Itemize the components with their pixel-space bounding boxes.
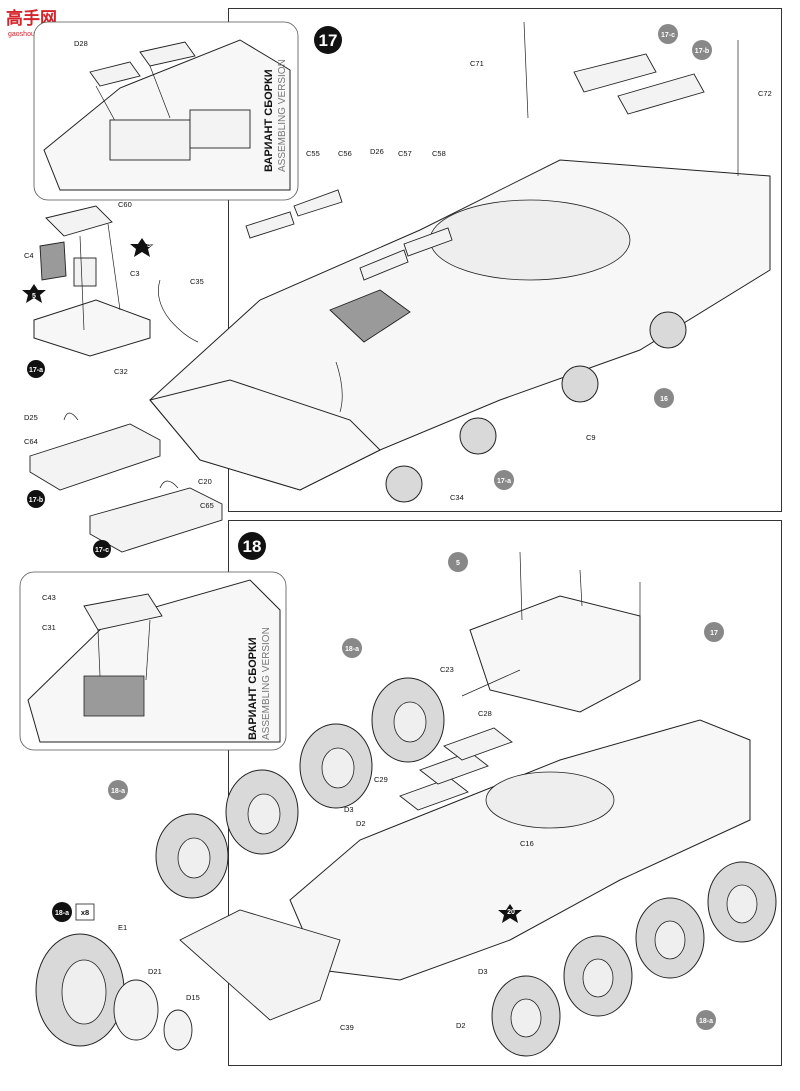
label-d28: D28	[74, 39, 88, 48]
badge-17-b-main: 17-b	[692, 40, 712, 60]
hub-d15	[163, 1009, 193, 1051]
badge-17-a: 17-a	[27, 360, 45, 378]
badge-17-a-main-text: 17-a	[497, 478, 511, 485]
label-c32: C32	[114, 367, 128, 376]
star-20: 20	[498, 904, 522, 923]
badge-18-a-4: 18-a	[52, 902, 72, 922]
badge-17-a-text: 17-a	[29, 367, 43, 374]
star-5-text: 5	[32, 293, 36, 300]
star-55: 55	[130, 238, 155, 257]
wheel	[491, 975, 561, 1057]
star-55-text: 55	[147, 242, 155, 249]
turret-assembly: 5 17	[448, 551, 724, 713]
label-c34: C34	[450, 493, 464, 502]
label-d3-b: D3	[478, 967, 488, 976]
star-5: 5	[22, 284, 46, 303]
badge-17-a-main: 17-a	[494, 470, 514, 490]
subassembly-18-a: 18-a x8 E1 D21 D15	[35, 902, 200, 1051]
step-18-marker: 18	[238, 532, 266, 560]
badge-18-a-1: 18-a	[342, 638, 362, 658]
step-18-number: 18	[243, 537, 262, 556]
inset-18-assembling-version: C43 C31 ВАРИАНТ СБОРКИ ASSEMBLING VERSIO…	[19, 571, 287, 751]
badge-17-text: 17	[710, 630, 718, 637]
wheel	[371, 677, 445, 763]
badge-18-a-2-text: 18-a	[111, 788, 125, 795]
step-17-marker: 17	[314, 26, 342, 54]
label-c4: C4	[24, 251, 34, 260]
subassembly-17-a: C60 C4 C3 C32 55 5 17-a	[22, 200, 155, 378]
badge-5: 5	[448, 552, 468, 572]
wheel	[563, 935, 633, 1017]
step-17-number: 17	[319, 31, 338, 50]
vehicle-hull-17: C71 C72 C55 C56 D26 C57 C58 C35 C9 C34 1…	[149, 21, 772, 503]
logo-subtext: gaoshou.com	[8, 31, 50, 38]
badge-18-a-4-text: 18-a	[55, 910, 69, 917]
badge-18-a-1-text: 18-a	[345, 646, 359, 653]
inset-17-assembling-version: D28 ВАРИАНТ СБОРКИ ASSEMBLING VERSION	[33, 21, 299, 201]
label-d2-a: D2	[356, 819, 366, 828]
badge-18-a-3-text: 18-a	[699, 1018, 713, 1025]
label-c55: C55	[306, 149, 320, 158]
label-c31: C31	[42, 623, 56, 632]
inset-18-subtitle: ASSEMBLING VERSION	[261, 627, 272, 740]
label-c60: C60	[118, 200, 132, 209]
wheel	[635, 897, 705, 979]
label-c65: C65	[200, 501, 214, 510]
badge-5-text: 5	[456, 560, 460, 567]
label-c72: C72	[758, 89, 772, 98]
label-c9: C9	[586, 433, 596, 442]
label-e1: E1	[118, 923, 127, 932]
label-d2-b: D2	[456, 1021, 466, 1030]
label-d21: D21	[148, 967, 162, 976]
badge-17: 17	[704, 622, 724, 642]
label-c23: C23	[440, 665, 454, 674]
label-c71: C71	[470, 59, 484, 68]
label-c56: C56	[338, 149, 352, 158]
badge-16-text: 16	[660, 396, 668, 403]
inset-18-title: ВАРИАНТ СБОРКИ	[247, 637, 259, 740]
label-c43: C43	[42, 593, 56, 602]
inset-17-subtitle: ASSEMBLING VERSION	[277, 59, 288, 172]
label-c20: C20	[198, 477, 212, 486]
label-c39: C39	[340, 1023, 354, 1032]
wheel	[707, 861, 777, 943]
rim-d21	[113, 979, 159, 1041]
multiplier-box	[75, 903, 95, 921]
badge-17-b-main-text: 17-b	[695, 48, 709, 55]
badge-16: 16	[654, 388, 674, 408]
label-d26: D26	[370, 147, 384, 156]
label-c16: C16	[520, 839, 534, 848]
badge-17-b-text: 17-b	[29, 497, 43, 504]
label-d25: D25	[24, 413, 38, 422]
subassembly-17-b: D25 C64 17-b	[24, 412, 161, 508]
label-c29: C29	[374, 775, 388, 784]
badge-17-c-main: 17-c	[658, 24, 678, 44]
multiplier-text: x8	[81, 908, 89, 917]
badge-17-c: 17-c	[93, 540, 111, 558]
badge-17-c-text: 17-c	[95, 547, 109, 554]
wheel	[225, 769, 299, 855]
wheel	[155, 813, 229, 899]
label-d3-a: D3	[344, 805, 354, 814]
badge-17-c-main-text: 17-c	[661, 32, 675, 39]
wheels-18: 18-a 18-a 18-a	[108, 638, 777, 1057]
badge-18-a-3: 18-a	[696, 1010, 716, 1030]
label-d15: D15	[186, 993, 200, 1002]
wheel	[299, 723, 373, 809]
label-c3: C3	[130, 269, 140, 278]
badge-17-b: 17-b	[27, 490, 45, 508]
label-c57: C57	[398, 149, 412, 158]
label-c58: C58	[432, 149, 446, 158]
label-c64: C64	[24, 437, 38, 446]
label-c35: C35	[190, 277, 204, 286]
subassembly-17-c: C20 C65 17-c	[89, 477, 223, 558]
star-20-text: 20	[507, 909, 515, 916]
badge-18-a-2: 18-a	[108, 780, 128, 800]
label-c28: C28	[478, 709, 492, 718]
inset-17-title: ВАРИАНТ СБОРКИ	[263, 69, 275, 172]
vehicle-hull-18: C23 C28 C29 C16 D3 D2 D3 D2 C39 20	[179, 665, 751, 1032]
